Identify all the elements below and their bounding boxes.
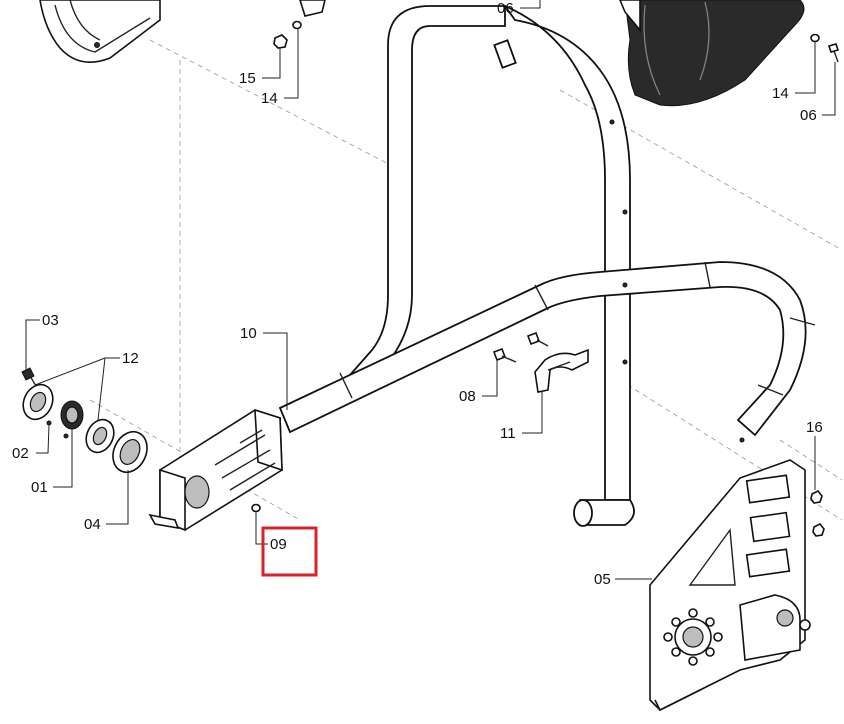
highlight-box-09: [261, 526, 318, 577]
part-12-flange-right: [85, 418, 115, 454]
callout-05: 05: [594, 571, 611, 588]
callout-06-top: 06: [497, 0, 514, 17]
callout-02: 02: [12, 445, 29, 462]
part-02-pin: [46, 420, 69, 439]
callout-11: 11: [500, 425, 516, 442]
callout-03: 03: [42, 312, 59, 329]
part-09-nut: [251, 503, 261, 513]
callout-14-top: 14: [261, 90, 278, 107]
part-14-washer-top: [292, 20, 302, 30]
part-12-flange-left: [22, 383, 54, 421]
callout-14-right: 14: [772, 85, 789, 102]
main-frame-tube: [278, 3, 816, 527]
callout-labels: 06 15 14 14 06 03 12 10 08 11 02 01 04 0…: [12, 0, 823, 588]
leader-lines: [25, 0, 836, 580]
callout-09: 09: [270, 536, 287, 553]
top-left-cover: [39, 0, 326, 64]
part-06-screw-right: [827, 43, 840, 63]
part-11-clamp: [534, 348, 589, 393]
part-14-washer-right: [810, 33, 820, 43]
part-08-screw: [492, 331, 549, 363]
callout-06-right: 06: [800, 107, 817, 124]
part-03-screw: [21, 367, 37, 387]
callout-16: 16: [806, 419, 823, 436]
callout-12: 12: [122, 350, 139, 367]
part-01-fitting: [60, 400, 84, 430]
callout-01: 01: [31, 479, 48, 496]
top-right-shroud: [619, 0, 805, 107]
part-16-nut: [810, 489, 825, 537]
part-10-bracket-sleeve: [148, 408, 283, 532]
part-05-side-plate: [649, 459, 811, 712]
callout-08: 08: [459, 388, 476, 405]
callout-10: 10: [240, 325, 257, 342]
callout-04: 04: [84, 516, 101, 533]
callout-15: 15: [239, 70, 256, 87]
part-04-gasket: [112, 431, 148, 473]
part-15-nut: [273, 34, 288, 49]
